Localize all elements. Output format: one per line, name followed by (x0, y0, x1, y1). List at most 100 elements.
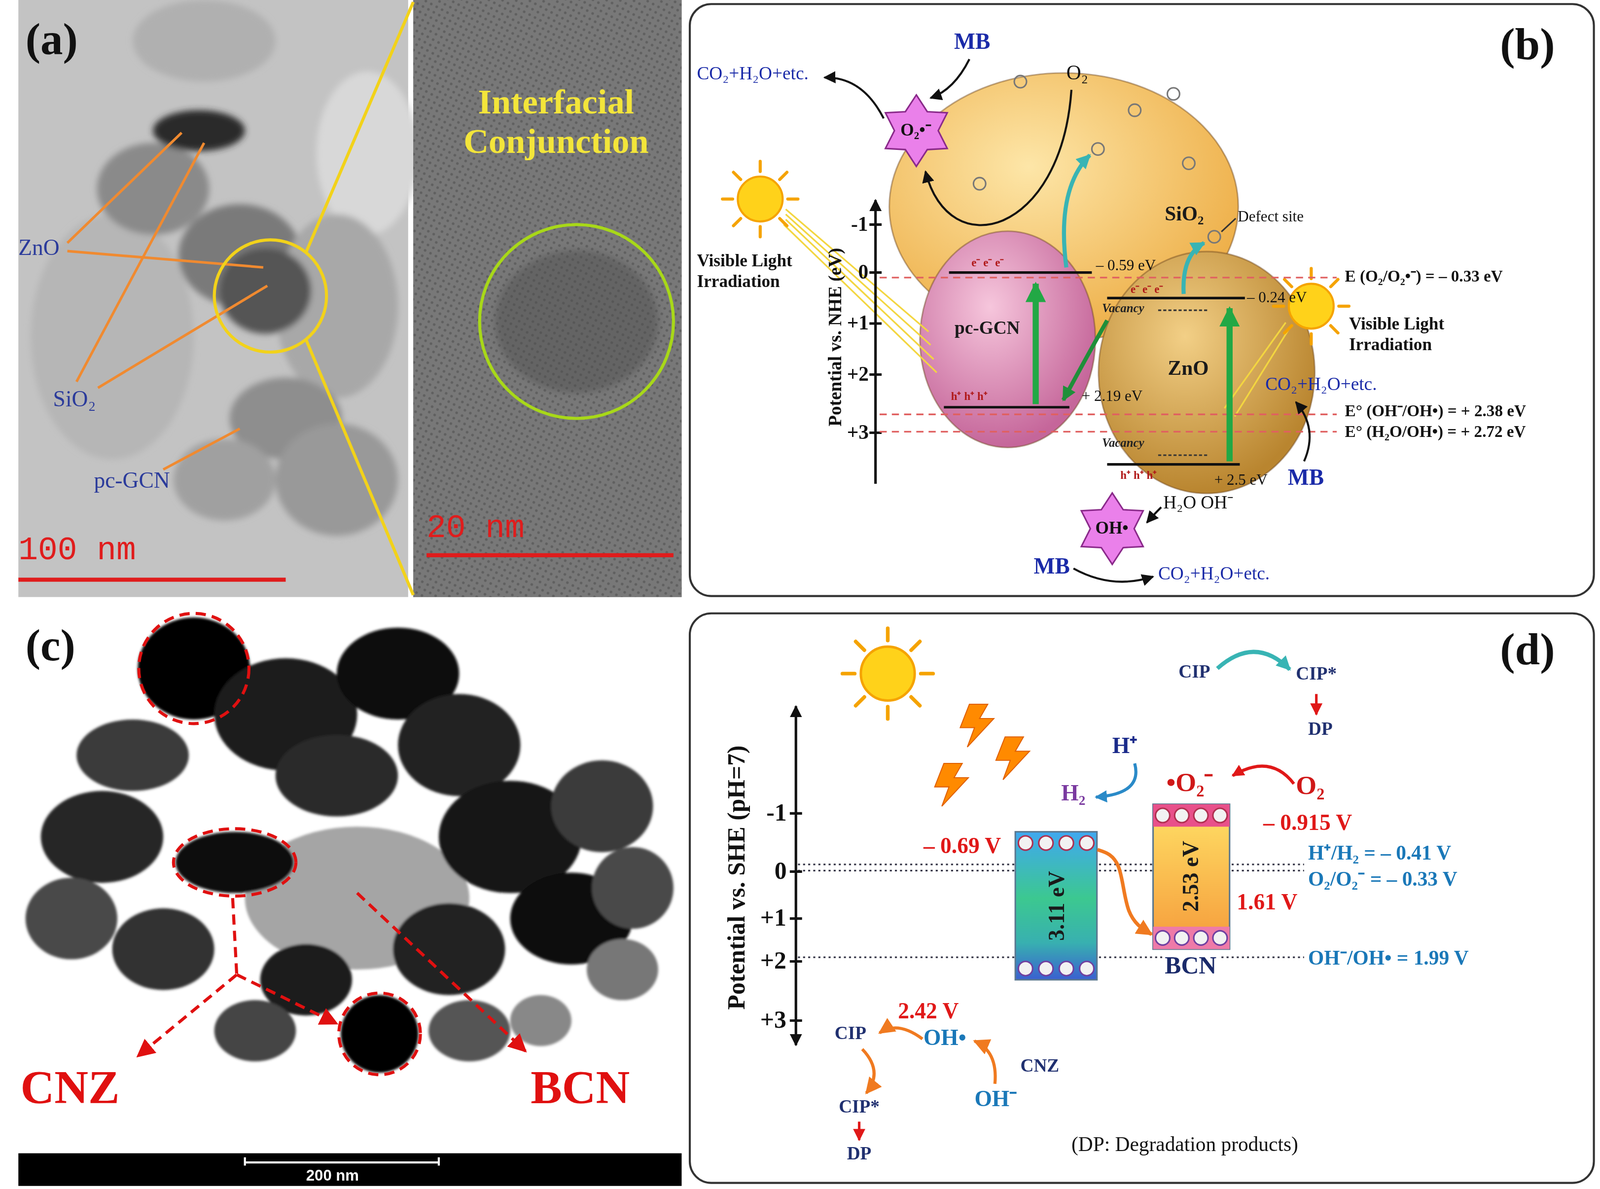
band-box-outline (1212, 807, 1227, 822)
scale-bar (18, 1153, 682, 1186)
leader-line (163, 428, 240, 470)
tem-image-c (586, 938, 659, 1000)
leader-line (67, 132, 268, 470)
band-value: 1.61 V (1236, 888, 1298, 915)
band-value: + 2.19 eV (1081, 387, 1143, 406)
lightning-bolt (934, 704, 1030, 807)
product-label: CO₂+H₂O+etc. (1158, 563, 1270, 585)
tem-image-c (428, 999, 511, 1062)
species-label: H⁺ (1112, 732, 1138, 759)
reaction-arrow (1232, 766, 1294, 784)
tem-image-c (25, 877, 118, 960)
band-value: 2.42 V (897, 997, 959, 1024)
reaction-arrow (1073, 568, 1153, 582)
tem-image-a-zoom (413, 0, 682, 598)
pollutant-label: CIP* (838, 1096, 880, 1118)
band-value: – 0.59 eV (1096, 257, 1157, 276)
hole-label: h⁺ h⁺ h⁺ (1120, 468, 1157, 482)
panel-frame: (d)3.11 eV2.53 eVBCN (688, 612, 1596, 1184)
reaction-arrow (857, 1121, 861, 1140)
material-label: pc-GCN (954, 317, 1020, 339)
zoom-marker (306, 1, 414, 252)
reaction-arrow (1217, 651, 1290, 670)
sun-icon (1273, 268, 1350, 344)
panel-letter: (d) (1499, 624, 1555, 677)
tem-image-a-zoom (413, 0, 682, 598)
tem-image-a (316, 71, 419, 235)
material-label: CNZ (1020, 1055, 1060, 1077)
reaction-arrow (1146, 507, 1162, 523)
tem-image-a (219, 248, 312, 334)
tem-image-c (510, 995, 572, 1046)
potential-label: O₂/O₂⁻ = – 0.33 V (1308, 867, 1458, 891)
reaction-arrow (862, 1048, 875, 1093)
tem-image-a-zoom (495, 249, 659, 393)
pollutant-label: MB (1033, 553, 1070, 579)
tem-image-a (132, 0, 276, 82)
scale-label: 200 nm (306, 1166, 359, 1184)
material-label: CNZ (20, 1061, 120, 1115)
leader-line (98, 285, 268, 388)
reaction-arrow (1315, 693, 1318, 714)
zoom-marker (214, 239, 327, 353)
band-box-outline (1058, 835, 1073, 850)
transfer-arrow (1097, 849, 1152, 935)
zoom-marker (306, 339, 414, 595)
lightning-bolt (995, 736, 1030, 780)
panel-letter: (c) (25, 620, 76, 673)
electron-label: e⁻ e⁻ e⁻ (971, 255, 1005, 269)
tem-image-a (275, 423, 398, 536)
tick-label: -1 (851, 212, 869, 236)
species-label: OH⁻ (974, 1085, 1017, 1112)
sun-icon (722, 161, 1350, 719)
lightning-bolt (960, 704, 994, 747)
tem-image-c (76, 719, 189, 791)
band-gap: 3.11 eV (1042, 870, 1069, 941)
potential-axis (869, 224, 882, 433)
potential-label: OH⁻/OH• = 1.99 V (1308, 945, 1469, 970)
panel-letter: (b) (1499, 19, 1555, 72)
hole-label: h⁺ h⁺ h⁺ (951, 390, 988, 403)
tick-label: -1 (766, 798, 787, 827)
potential-label: H⁺/H₂ = – 0.41 V (1308, 840, 1452, 865)
particle-circle-outline (1098, 250, 1315, 493)
band-box-outline (1017, 835, 1032, 850)
tem-image-a (152, 110, 245, 152)
band-value: + 2.5 eV (1214, 471, 1268, 490)
particle-circle: ZnO (1096, 249, 1316, 495)
defect-site (1167, 87, 1180, 101)
particle-circle-outline (919, 230, 1096, 448)
pollutant-label: CIP (1178, 661, 1210, 683)
tem-image-a (97, 142, 210, 235)
band-box-outline (1173, 807, 1189, 822)
tem-image-c (551, 760, 654, 853)
potential-axis (874, 200, 877, 484)
band-value: – 0.69 V (923, 832, 1001, 859)
scale-bar (245, 1157, 439, 1166)
potential-axis (794, 706, 798, 1045)
tick-label: +3 (760, 1006, 787, 1035)
band-box-outline (1152, 803, 1230, 827)
tem-image-c (275, 734, 398, 817)
band-box-outline (1212, 929, 1227, 945)
material-label: SiO₂ (53, 385, 97, 412)
light-label: Visible Light Irradiation (696, 250, 825, 291)
particle-circle: SiO₂ (887, 71, 1240, 342)
species-label: O₂ (1295, 770, 1325, 801)
radical-label: OH• (1095, 517, 1129, 538)
material-label: ZnO (1168, 355, 1209, 380)
band-box-outline (1014, 831, 1097, 980)
material-label: BCN (1161, 951, 1220, 980)
material-label: ZnO (18, 234, 60, 261)
radical-star: OH• (1073, 490, 1150, 566)
highlight-circle (236, 974, 337, 1024)
reaction-arrow (879, 1027, 923, 1039)
sun-icon (842, 628, 934, 719)
tem-image-c (175, 831, 294, 893)
pollutant-label: CIP (834, 1022, 867, 1044)
reaction-arrow (930, 59, 970, 99)
tick-label: 0 (774, 856, 787, 886)
